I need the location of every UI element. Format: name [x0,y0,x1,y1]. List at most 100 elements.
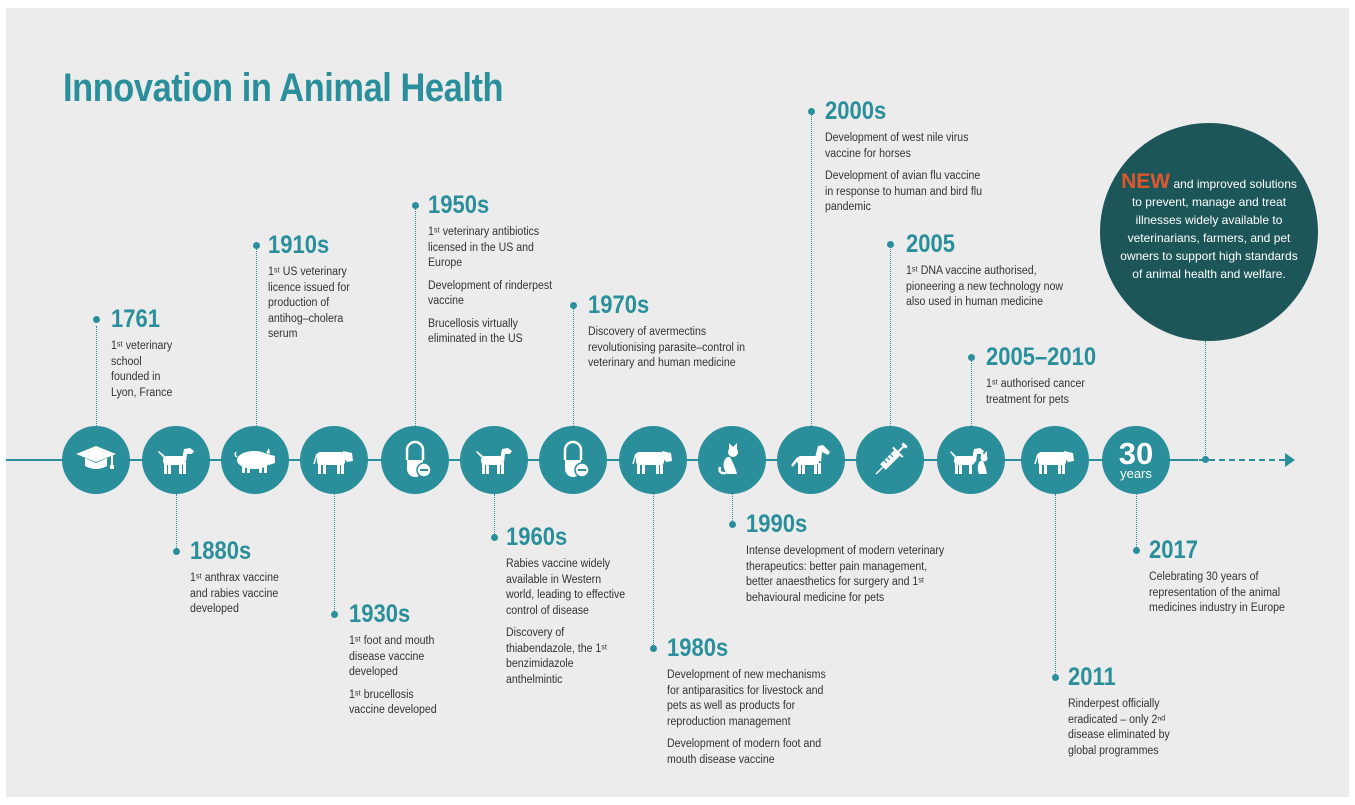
future-callout-circle: NEW and improved solutions to prevent, m… [1100,123,1318,341]
event-1970s: 1970s Discovery of avermectins revolutio… [588,291,808,379]
future-description: and improved solutions to prevent, manag… [1120,177,1298,281]
event-year: 1761 [111,305,160,333]
capsule-icon [405,440,432,478]
horse-icon [791,445,830,474]
event-dot [808,108,815,115]
node-cow [300,426,368,494]
node-capsule [381,426,449,494]
event-dot [173,548,180,555]
timeline-future-dashed-line [1179,459,1285,461]
event-dot [331,611,338,618]
node-30-years: 30 years [1102,426,1170,494]
event-year: 2005 [906,230,955,258]
timeline-connector [494,494,495,538]
new-highlight: NEW [1121,170,1171,193]
cow-icon [313,451,353,474]
node-cow [1021,426,1089,494]
node-dog-and-cat [937,426,1005,494]
future-callout-text: NEW and improved solutions to prevent, m… [1119,170,1299,283]
node-pig [221,426,289,494]
event-2005: 2005 1ˢᵗ DNA vaccine authorised, pioneer… [906,230,1106,318]
event-dot [887,241,894,248]
node-dog [460,426,528,494]
event-description: 1ˢᵗ foot and mouth disease vaccine devel… [349,635,435,678]
event-1930s: 1930s 1ˢᵗ foot and mouth disease vaccine… [349,600,499,726]
thirty-number: 30 [1118,435,1154,471]
event-dot [1133,547,1140,554]
infographic-canvas: Innovation in Animal Health [6,8,1349,797]
graduation-cap-icon [76,446,116,469]
node-graduation-cap [62,426,130,494]
node-syringe [856,426,924,494]
pig-icon [234,448,275,473]
event-year: 2011 [1068,663,1116,691]
event-description: Development of modern foot and mouth dis… [667,738,822,766]
event-year: 1980s [667,634,729,662]
timeline-connector [573,306,574,426]
event-2000s: 2000s Development of west nile virus vac… [825,97,1025,223]
event-2011: 2011 Rinderpest officially eradicated – … [1068,663,1218,766]
event-description: Development of rinderpest vaccine [428,279,553,308]
event-description: 1ˢᵗ authorised cancer treatment for pets [986,378,1085,406]
event-1880s: 1880s 1ˢᵗ anthrax vaccine and rabies vac… [190,537,340,625]
event-description: 1ˢᵗ veterinary school founded in Lyon, F… [111,340,173,399]
event-description: Development of west nile virus vaccine f… [825,132,969,160]
event-dot [412,202,419,209]
node-capsule [539,426,607,494]
event-description: 1ˢᵗ anthrax vaccine and rabies vaccine d… [190,572,279,615]
node-horse [777,426,845,494]
event-year: 1970s [588,291,650,319]
event-year: 1880s [190,537,252,565]
event-description: 1ˢᵗ US veterinary licence issued for pro… [268,266,350,340]
event-description: Intense development of modern veterinary… [746,545,945,604]
event-dot [253,242,260,249]
event-year: 1950s [428,191,490,219]
event-description: Rinderpest officially eradicated – only … [1068,698,1170,757]
page-title: Innovation in Animal Health [63,66,504,110]
cat-icon [718,443,738,475]
timeline-connector [176,494,177,552]
event-year: 2000s [825,97,887,125]
event-description: Development of new mechanisms for antipa… [667,669,826,728]
event-dot [491,534,498,541]
event-dot [570,302,577,309]
event-1761: 1761 1ˢᵗ veterinary school founded in Ly… [111,305,261,408]
event-description: Discovery of avermectins revolutionising… [588,326,746,369]
event-year: 1960s [506,523,568,551]
node-dog [142,426,210,494]
event-year: 1930s [349,600,411,628]
event-1910s: 1910s 1ˢᵗ US veterinary licence issued f… [268,231,418,350]
timeline-connector [1055,494,1056,678]
timeline-future-dot [1202,456,1209,463]
event-description: 1ˢᵗ veterinary antibiotics licensed in t… [428,226,540,269]
event-description: Celebrating 30 years of representation o… [1149,571,1285,614]
event-description: Development of avian flu vaccine in resp… [825,170,983,213]
event-description: Discovery of thiabendazole, the 1ˢᵗ benz… [506,627,608,686]
event-1990s: 1990s Intense development of modern vete… [746,510,1006,613]
event-dot [729,521,736,528]
timeline-connector [811,112,812,426]
event-year: 2005–2010 [986,343,1097,371]
cow-icon [1034,451,1074,474]
timeline-connector [732,494,733,525]
event-2017: 2017 Celebrating 30 years of representat… [1149,536,1319,624]
timeline-connector [334,494,335,615]
timeline-connector [890,245,891,426]
timeline-connector [96,326,97,426]
arrow-head-icon [1285,453,1295,467]
timeline-connector [415,206,416,426]
timeline-connector [256,246,257,426]
dog-icon [158,448,194,474]
event-dot [93,316,100,323]
event-1960s: 1960s Rabies vaccine widely available in… [506,523,656,695]
timeline-connector [1205,341,1206,459]
event-year: 2017 [1149,536,1198,564]
node-cow [619,426,687,494]
timeline-connector [653,494,654,649]
event-1980s: 1980s Development of new mechanisms for … [667,634,867,775]
event-description: Rabies vaccine widely available in Weste… [506,558,626,617]
capsule-icon [563,440,590,478]
dog-and-cat-icon [950,448,988,474]
event-description: 1ˢᵗ DNA vaccine authorised, pioneering a… [906,265,1064,308]
cow-icon [632,451,672,474]
